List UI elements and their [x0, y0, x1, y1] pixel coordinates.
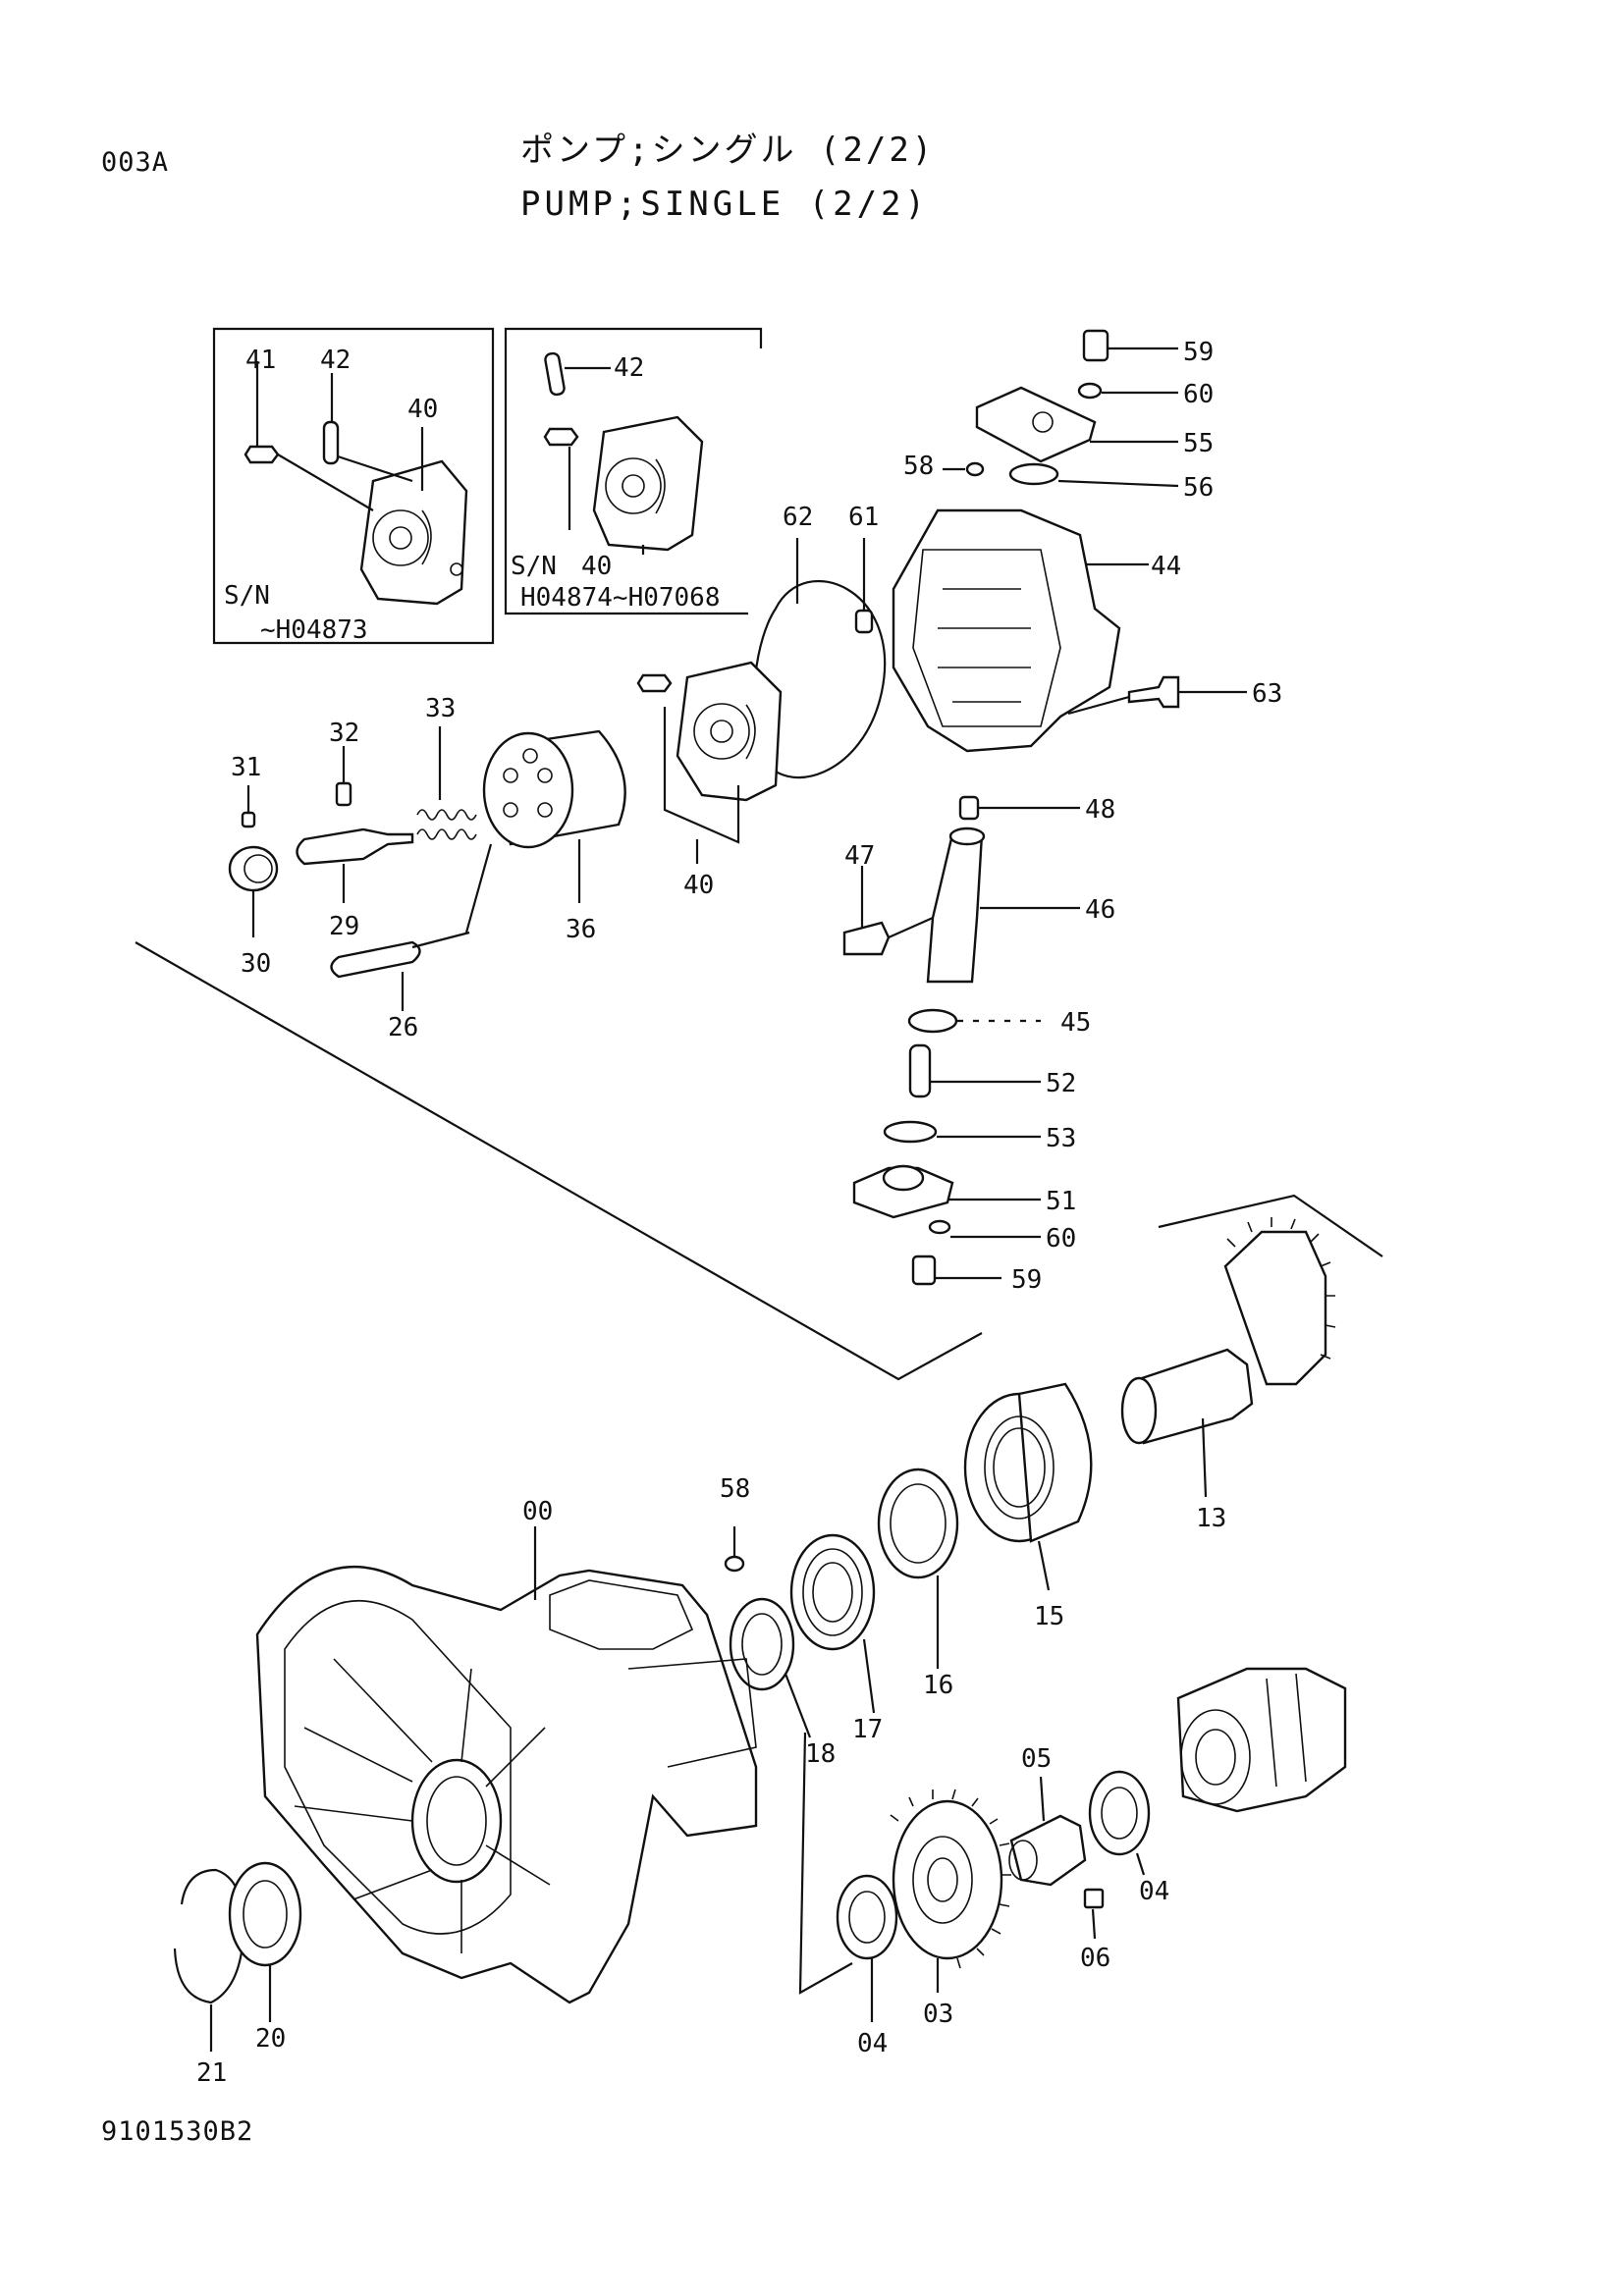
callout-04: 04 [1139, 1877, 1169, 1906]
callout-59: 59 [1183, 338, 1214, 367]
callout-48: 48 [1085, 795, 1115, 825]
callout-51: 51 [1046, 1187, 1076, 1216]
page-title: PUMP;SINGLE (2/2) [520, 185, 929, 224]
inset-right: 42 40 S/N H04874~H07068 [504, 327, 763, 615]
callout-55: 55 [1183, 429, 1214, 458]
assembly-boundary-right [1158, 1194, 1383, 1257]
callout-06: 06 [1080, 1944, 1110, 1973]
cover-group: 59 60 55 56 58 62 61 44 63 48 47 46 45 5… [752, 329, 1282, 1295]
callout-31: 31 [231, 753, 261, 782]
serial-label-left: S/N [224, 581, 270, 611]
callout-05: 05 [1021, 1744, 1052, 1774]
callout-42: 42 [614, 353, 644, 383]
callout-52: 52 [1046, 1069, 1076, 1098]
callout-62: 62 [783, 503, 813, 532]
callout-21: 21 [196, 2058, 227, 2088]
callout-36: 36 [566, 915, 596, 944]
serial-range-left: ~H04873 [260, 615, 368, 645]
serial-range-right: H04874~H07068 [520, 583, 721, 613]
callout-63: 63 [1252, 679, 1282, 709]
callout-60: 60 [1183, 380, 1214, 409]
callout-40: 40 [407, 395, 438, 424]
callout-15: 15 [1034, 1602, 1064, 1631]
callout-44: 44 [1151, 552, 1181, 581]
callout-26: 26 [388, 1013, 418, 1042]
serial-label-right: S/N [511, 552, 557, 581]
callout-46: 46 [1085, 895, 1115, 925]
callout-00: 00 [522, 1497, 553, 1526]
callout-32: 32 [329, 719, 359, 748]
callout-60: 60 [1046, 1224, 1076, 1254]
callout-18: 18 [805, 1739, 836, 1769]
callout-59: 59 [1011, 1265, 1042, 1295]
page-title-japanese: ポンプ;シングル (2/2) [520, 131, 936, 170]
callout-47: 47 [844, 841, 875, 871]
callout-29: 29 [329, 912, 359, 941]
callout-53: 53 [1046, 1124, 1076, 1153]
callout-40: 40 [581, 552, 612, 581]
housing-group: 13 00 58 15 16 17 18 05 04 06 03 04 20 2… [173, 1217, 1347, 2088]
callout-04: 04 [857, 2029, 888, 2058]
callout-61: 61 [848, 503, 879, 532]
callout-33: 33 [425, 694, 456, 723]
assembly-boundary-left [135, 941, 983, 1381]
callout-58: 58 [903, 452, 934, 481]
callout-16: 16 [923, 1671, 953, 1700]
callout-13: 13 [1196, 1504, 1226, 1533]
callout-20: 20 [255, 2024, 286, 2054]
callout-56: 56 [1183, 473, 1214, 503]
callout-17: 17 [852, 1715, 883, 1744]
callout-03: 03 [923, 2000, 953, 2029]
callout-42: 42 [320, 346, 351, 375]
callout-30: 30 [241, 949, 271, 979]
inset-left: 41 42 40 S/N ~H04873 [212, 327, 495, 645]
callout-45: 45 [1060, 1008, 1091, 1038]
callout-41: 41 [245, 346, 276, 375]
callout-40: 40 [683, 871, 714, 900]
drawing-number: 9101530B2 [101, 2116, 254, 2147]
rotating-group: 31 32 33 30 29 36 26 40 [228, 661, 783, 1042]
page-code: 003A [101, 147, 170, 178]
callout-58: 58 [720, 1474, 750, 1504]
